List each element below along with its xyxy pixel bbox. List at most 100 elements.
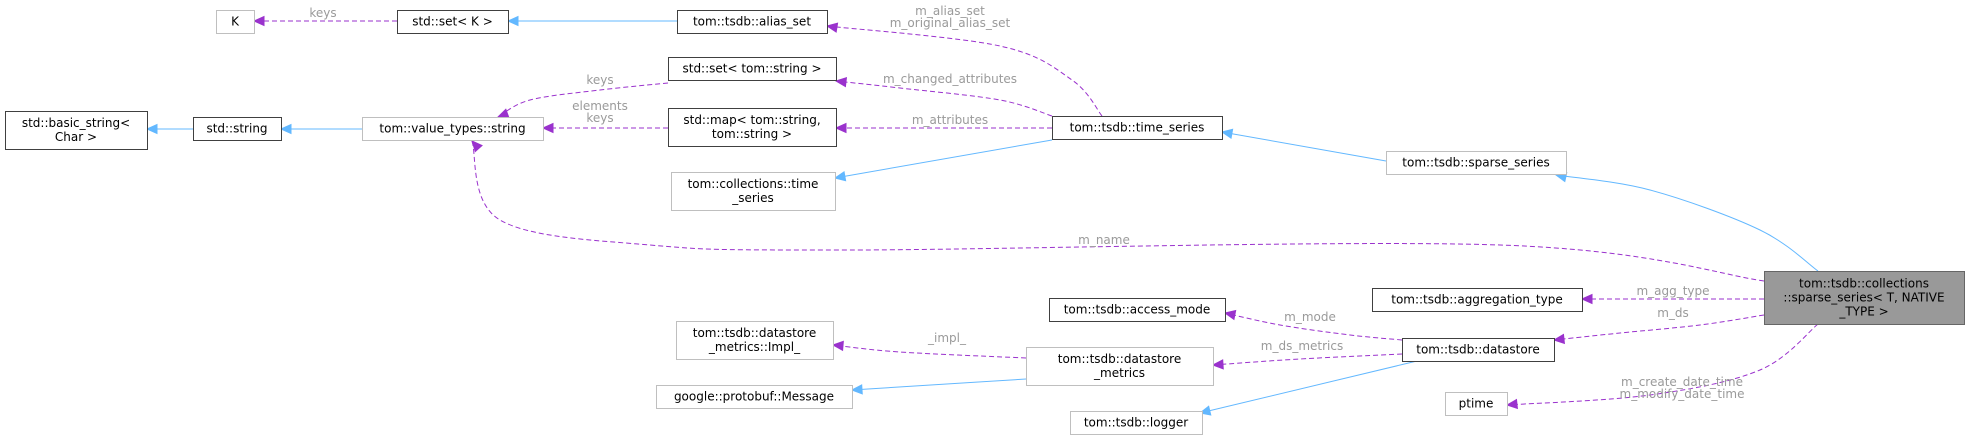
node-map-string-label-2: tom::string >: [712, 127, 792, 141]
inherit-protobuf-to-datastore-metrics-line: [851, 378, 1027, 391]
node-metrics-impl-box[interactable]: [676, 321, 834, 360]
node-basic-string: std::basic_string<Char >: [5, 111, 148, 150]
node-aggregation-type-label[interactable]: tom::tsdb::aggregation_type: [1391, 293, 1563, 307]
usage-datastore-metrics-to-datastore-arrowhead: [1211, 359, 1224, 370]
inherit-sparse-series-to-focus: [1554, 172, 1819, 272]
node-logger-label[interactable]: tom::tsdb::logger: [1084, 416, 1188, 430]
usage-metrics-impl-to-datastore-metrics: _impl_: [831, 331, 1027, 359]
node-coll-time-series-label-2[interactable]: _series: [731, 191, 774, 205]
inherit-coll-time-series-to-time-series-line: [834, 139, 1053, 179]
node-protobuf-message-label: google::protobuf::Message: [674, 390, 834, 404]
node-aggregation-type-box[interactable]: [1372, 288, 1583, 312]
usage-map-string-to-time-series: m_attributes: [834, 113, 1052, 134]
node-set-k: std::set< K >: [397, 10, 509, 34]
inherit-time-series-to-sparse-series-arrowhead: [1220, 128, 1234, 140]
node-time-series-box[interactable]: [1052, 116, 1223, 140]
node-value-string-label[interactable]: tom::value_types::string: [379, 122, 525, 136]
node-protobuf-message: google::protobuf::Message: [656, 385, 853, 409]
usage-value-string-to-focus-line: [471, 140, 1765, 282]
node-datastore-box[interactable]: [1402, 338, 1555, 362]
node-focus-box: [1764, 271, 1965, 325]
node-time-series[interactable]: tom::tsdb::time_series: [1052, 116, 1223, 140]
edge-label-name: m_name: [1078, 233, 1130, 247]
node-ptime: ptime: [1445, 392, 1508, 416]
node-std-string-label: std::string: [206, 122, 267, 136]
edge-label-ds: m_ds: [1657, 306, 1689, 320]
node-coll-time-series-label-1[interactable]: tom::collections::time: [688, 177, 819, 191]
node-logger-box[interactable]: [1070, 411, 1203, 435]
node-alias-set-box[interactable]: [677, 10, 828, 34]
node-alias-set-label[interactable]: tom::tsdb::alias_set: [693, 15, 811, 29]
node-access-mode-label[interactable]: tom::tsdb::access_mode: [1064, 303, 1211, 317]
inherit-protobuf-to-datastore-metrics-arrowhead: [850, 384, 863, 395]
usage-set-string-to-time-series-arrowhead: [834, 76, 848, 88]
node-std-string-box: [193, 117, 282, 141]
inherit-time-series-to-sparse-series: [1220, 128, 1387, 162]
inherit-logger-to-datastore-line: [1199, 360, 1418, 414]
node-metrics-impl[interactable]: tom::tsdb::datastore_metrics::Impl_: [676, 321, 834, 360]
node-k: K: [216, 10, 255, 34]
usage-alias-set-to-time-series-arrowhead: [825, 22, 839, 33]
node-k-label: K: [231, 15, 240, 29]
inherit-set-k-to-alias-set: [506, 15, 677, 27]
inherit-time-series-to-sparse-series-line: [1221, 131, 1387, 162]
node-focus-label-2: ::sparse_series< T, NATIVE: [1783, 291, 1944, 305]
node-datastore-metrics-label-2[interactable]: _metrics: [1093, 366, 1145, 380]
usage-ptime-to-focus-arrowhead: [1505, 398, 1518, 410]
node-logger[interactable]: tom::tsdb::logger: [1070, 411, 1203, 435]
inherit-coll-time-series-to-time-series-arrowhead: [833, 170, 847, 182]
node-metrics-impl-label-2[interactable]: _metrics::Impl_: [708, 340, 801, 354]
node-focus: tom::tsdb::collections::sparse_series< T…: [1764, 271, 1965, 325]
node-datastore[interactable]: tom::tsdb::datastore: [1402, 338, 1555, 362]
node-set-k-box: [397, 10, 509, 34]
usage-access-mode-to-datastore-line: [1224, 312, 1403, 341]
edge-label-map_keys-2: keys: [586, 111, 613, 125]
node-datastore-metrics[interactable]: tom::tsdb::datastore_metrics: [1026, 347, 1214, 386]
node-sparse-series[interactable]: tom::tsdb::sparse_series: [1386, 151, 1567, 175]
node-coll-time-series-box[interactable]: [671, 172, 836, 211]
node-metrics-impl-label-1[interactable]: tom::tsdb::datastore: [693, 326, 816, 340]
usage-datastore-to-focus-line: [1553, 314, 1765, 341]
node-access-mode[interactable]: tom::tsdb::access_mode: [1049, 298, 1226, 322]
usage-ptime-to-focus-line: [1506, 323, 1819, 406]
node-std-string: std::string: [193, 117, 282, 141]
node-datastore-label[interactable]: tom::tsdb::datastore: [1416, 343, 1539, 357]
inherit-sparse-series-to-focus-line: [1555, 174, 1819, 272]
edge-label-ds_metrics: m_ds_metrics: [1261, 339, 1343, 353]
inherit-set-k-to-alias-set-arrowhead: [506, 15, 519, 27]
node-map-string: std::map< tom::string,tom::string >: [668, 108, 837, 147]
edge-label-dates-1: m_create_date_time: [1621, 375, 1743, 389]
node-value-string-box[interactable]: [362, 117, 544, 141]
inherit-logger-to-datastore: [1198, 360, 1418, 416]
usage-set-string-to-time-series: m_changed_attributes: [834, 72, 1053, 117]
node-access-mode-box[interactable]: [1049, 298, 1226, 322]
usage-value-string-to-focus: m_name: [471, 140, 1765, 282]
usage-map-string-to-time-series-arrowhead: [834, 122, 847, 134]
inherit-protobuf-to-datastore-metrics: [850, 378, 1027, 395]
inherit-basic-string-to-std-string-arrowhead: [145, 123, 158, 135]
edge-label-attributes: m_attributes: [912, 113, 988, 127]
node-time-series-label[interactable]: tom::tsdb::time_series: [1070, 121, 1205, 135]
usage-value-string-to-set-string-line: [497, 82, 669, 118]
usage-datastore-to-focus-arrowhead: [1552, 333, 1565, 345]
edge-label-k_keys: keys: [309, 6, 336, 20]
node-coll-time-series[interactable]: tom::collections::time_series: [671, 172, 836, 211]
node-datastore-metrics-box[interactable]: [1026, 347, 1214, 386]
node-k-box: [216, 10, 255, 34]
node-value-string[interactable]: tom::value_types::string: [362, 117, 544, 141]
usage-value-string-to-map-string-arrowhead: [541, 122, 554, 134]
node-set-string-label: std::set< tom::string >: [682, 62, 821, 76]
node-datastore-metrics-label-1[interactable]: tom::tsdb::datastore: [1058, 352, 1181, 366]
node-sparse-series-label[interactable]: tom::tsdb::sparse_series: [1402, 156, 1549, 170]
node-aggregation-type[interactable]: tom::tsdb::aggregation_type: [1372, 288, 1583, 312]
node-sparse-series-box[interactable]: [1386, 151, 1567, 175]
node-set-string: std::set< tom::string >: [668, 57, 837, 81]
node-alias-set[interactable]: tom::tsdb::alias_set: [677, 10, 828, 34]
usage-set-string-to-time-series-line: [835, 80, 1053, 117]
usage-access-mode-to-datastore-arrowhead: [1223, 309, 1237, 321]
usage-set-k-to-k: keys: [252, 6, 397, 27]
node-ptime-label: ptime: [1459, 397, 1494, 411]
